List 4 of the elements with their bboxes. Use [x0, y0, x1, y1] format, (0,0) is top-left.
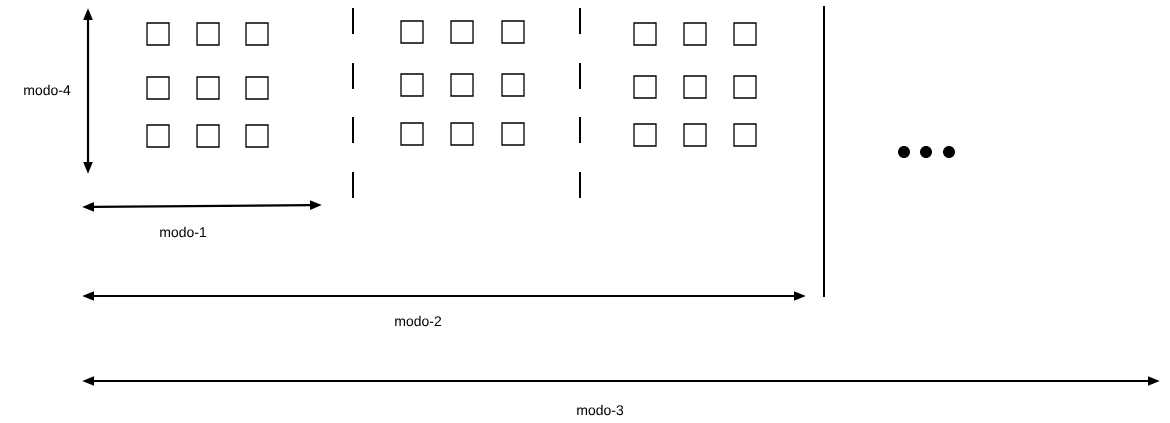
dimension-label: modo-1: [160, 226, 207, 238]
dimension-label: modo-2: [395, 315, 442, 327]
dimension-label: modo-4: [24, 84, 71, 96]
dimension-label: modo-3: [577, 404, 624, 416]
